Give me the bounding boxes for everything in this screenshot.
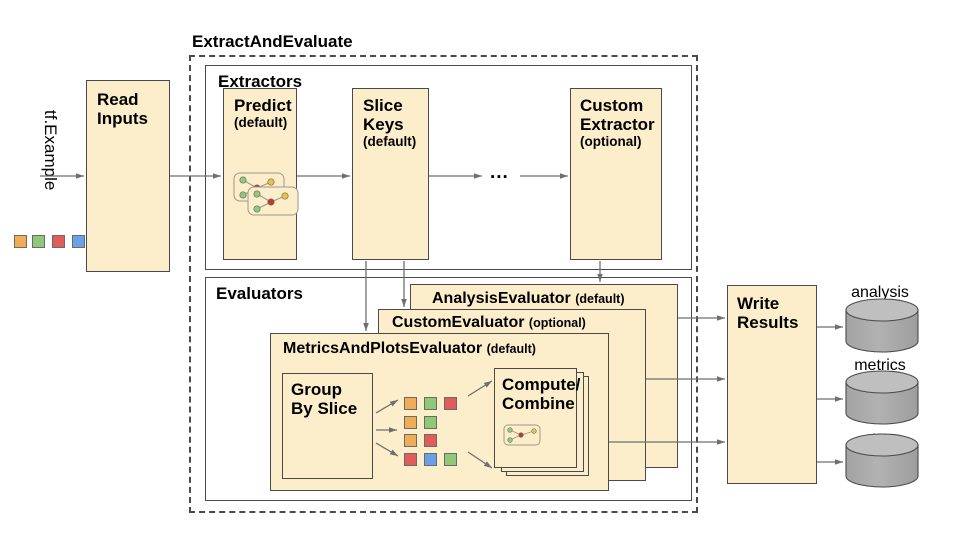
slice-chip [424,453,437,466]
node-compute-combine[interactable]: Compute/ Combine [494,368,581,468]
node-read-inputs[interactable]: Read Inputs [86,80,170,272]
group-extract-and-evaluate-boundary [189,55,698,513]
slice-chip [444,397,457,410]
node-slice-keys-subtitle: (default) [363,134,417,149]
node-analysis-evaluator-title: AnalysisEvaluator [432,290,571,307]
group-extractors: Extractors [205,65,692,270]
slice-chip [404,416,417,429]
output-label-analysis: analysis [851,284,909,301]
slice-chip [404,434,417,447]
node-compute-combine-title: Compute/ Combine [502,375,581,414]
node-metrics-and-plots-evaluator-subtitle: (default) [486,342,536,356]
node-group-by-slice[interactable]: Group By Slice [282,373,373,479]
node-custom-extractor-subtitle: (optional) [580,134,642,149]
input-chip-blue [72,235,85,248]
slice-chip [404,453,417,466]
node-custom-extractor[interactable]: Custom Extractor (optional) [570,88,662,260]
input-chip-green [32,235,45,248]
node-metrics-and-plots-evaluator-title: MetricsAndPlotsEvaluator [283,340,483,357]
extractor-ellipsis: ... [490,162,509,183]
predict-graph-icon [234,173,298,215]
node-group-by-slice-title: Group By Slice [291,380,358,419]
output-cylinder-analysis [846,299,918,352]
node-predict-title: Predict [234,96,292,115]
input-chip-orange [14,235,27,248]
group-evaluators: Evaluators [205,277,692,501]
compute-combine-graph-icon [504,425,540,445]
slice-chip [424,434,437,447]
output-cylinder-metrics [846,371,918,424]
slice-chip [444,453,457,466]
input-chip-red [52,235,65,248]
flow-arrows [40,173,843,468]
node-custom-extractor-title: Custom Extractor [580,96,655,135]
node-slice-keys[interactable]: Slice Keys (default) [352,88,429,260]
output-label-metrics: metrics [854,357,906,374]
node-custom-evaluator-subtitle: (optional) [528,316,586,330]
node-slice-keys-title: Slice Keys [363,96,404,135]
group-extract-and-evaluate-title: ExtractAndEvaluate [192,32,353,51]
slice-chip [404,397,417,410]
slice-chip [424,397,437,410]
node-analysis-evaluator-subtitle: (default) [575,292,625,306]
node-write-results[interactable]: Write Results [727,285,817,484]
output-cylinder-other [846,434,918,487]
node-read-inputs-title: Read Inputs [97,90,148,129]
group-extractors-title: Extractors [218,72,303,91]
group-evaluators-title: Evaluators [216,284,303,303]
slice-chip [424,416,437,429]
node-write-results-title: Write Results [737,294,799,333]
node-predict-subtitle: (default) [234,115,288,130]
node-custom-evaluator-title: CustomEvaluator [392,314,525,331]
